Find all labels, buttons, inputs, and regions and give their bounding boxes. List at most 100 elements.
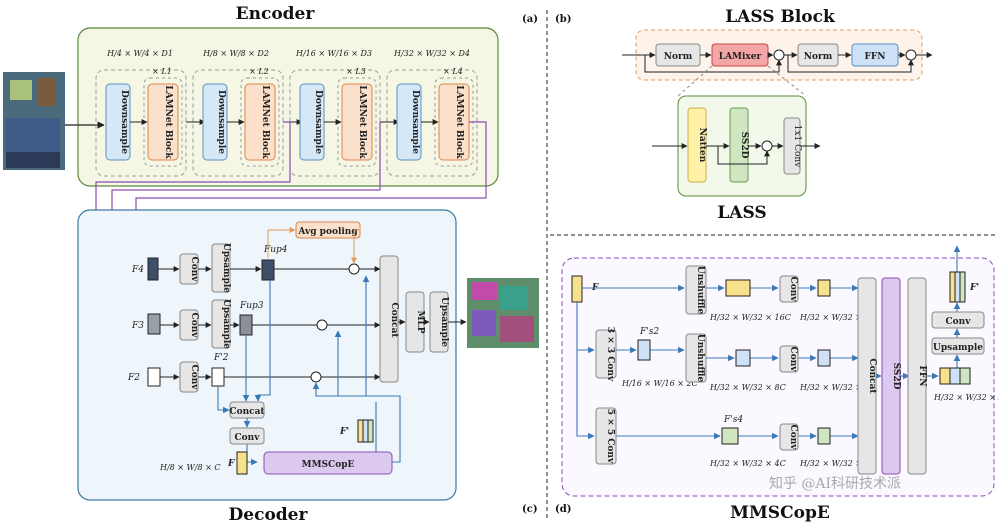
encoder-stage-3: H/16 × W/16 × D3 × L3 Downsample LAMNet … (289, 49, 381, 177)
mm-concat-block (857, 277, 877, 475)
mmscope-blue-links (576, 245, 961, 440)
lamnet-block-label: LAMNet Block (357, 85, 367, 159)
mm-conv-label: Conv (788, 425, 798, 451)
conv5x5-block (595, 407, 617, 465)
panel-label-b: (b) (555, 14, 571, 25)
feature-f2-label: F2 (127, 373, 140, 383)
mlp-label: MLP (415, 310, 425, 333)
fup4-cube (261, 259, 275, 281)
add-node (905, 49, 917, 61)
decoder-blue-links (217, 275, 401, 466)
mm-conv-1 (779, 275, 799, 303)
conv3x3-block (595, 329, 617, 379)
lower-conv-block (229, 427, 265, 445)
cube-8c (735, 349, 751, 367)
decoder-concat-block (379, 255, 399, 383)
output-segmentation-image (467, 278, 539, 348)
lass-block-title: LASS Block (725, 7, 836, 27)
fup4-label: Fup4 (263, 245, 288, 255)
feature-f3-label: F3 (131, 321, 144, 331)
fs2-cube (637, 339, 651, 361)
encoder-panel (77, 27, 499, 187)
mm-f-cube (571, 275, 583, 303)
out-cube-1 (817, 279, 831, 297)
decoder-fprime-label: F' (339, 427, 349, 437)
upsample-f3 (211, 299, 231, 349)
dim-c-1: H/32 × W/32 × C (799, 313, 871, 322)
conv5x5-label: 5 × 5 Conv (605, 409, 615, 464)
stage-dim: H/16 × W/16 × D3 (295, 49, 372, 58)
ss2d-label: SS2D (739, 132, 749, 159)
zoom-line (767, 65, 807, 97)
conv3x3-label: 3 × 3 Conv (605, 327, 615, 382)
encoder-stage-1: H/4 × W/4 × D1 × L1 Downsample LAMNet Bl… (95, 49, 187, 177)
stage-box (95, 69, 187, 177)
mmscope-block (263, 451, 393, 475)
avg-pooling-label: Avg pooling (297, 227, 358, 237)
fs2-label: F's2 (639, 327, 659, 337)
stage-box (289, 69, 381, 177)
stage-dim: H/8 × W/8 × D2 (202, 49, 269, 58)
downsample-label: Downsample (313, 90, 323, 154)
mm-conv-out-label: Conv (946, 317, 972, 327)
decoder-fprime-cube (357, 419, 374, 443)
mm-upsample-block (931, 337, 985, 355)
dim-8c: H/32 × W/32 × 8C (709, 383, 786, 392)
repeat-label: × L2 (249, 67, 269, 76)
mmscope-block-label: MMSCopE (302, 460, 355, 470)
lamnet-block-label: LAMNet Block (260, 85, 270, 159)
mm-fprime-label: F' (969, 283, 979, 293)
lower-conv-label: Conv (235, 433, 261, 443)
lamnet-block (244, 83, 276, 161)
decoder-f-cube (236, 451, 248, 475)
out-cube-3 (817, 427, 831, 445)
repeat-label: × L3 (346, 67, 366, 76)
decoder-f-label: F (227, 459, 235, 469)
feature-f4-cube (147, 257, 159, 281)
unshuffle-label: Unshuffle (695, 334, 705, 383)
lamixer-label: LAMixer (719, 52, 762, 62)
lamnet-block-label: LAMNet Block (163, 85, 173, 159)
encoder-stage-4: H/32 × W/32 × D4 × L4 Downsample LAMNet … (386, 49, 478, 177)
out-cube-2 (817, 349, 831, 367)
add-node (316, 319, 328, 331)
mm-conv-3 (779, 423, 799, 451)
mm-ffn-block (907, 277, 927, 475)
mm-ss2d-block (881, 277, 901, 475)
mm-conv-label: Conv (788, 277, 798, 303)
lass-title: LASS (717, 203, 766, 223)
repeat-label: × L4 (443, 67, 463, 76)
fup3-label: Fup3 (239, 301, 264, 311)
natten-label: Natten (697, 128, 707, 163)
input-image (3, 72, 65, 170)
ffn-label: FFN (864, 52, 885, 62)
feature-f3-cube (147, 313, 161, 335)
conv1x1-label: 1x1 Conv (792, 125, 802, 168)
dim-c-2: H/32 × W/32 × C (799, 383, 871, 392)
mmscope-title: MMSCopE (730, 503, 830, 523)
stage-dim: H/4 × W/4 × D1 (106, 49, 173, 58)
cube-16c (725, 279, 751, 297)
decoder-upsample-label: Upsample (439, 297, 449, 347)
fs4-cube (721, 427, 739, 445)
unshuffle-block-1 (685, 265, 707, 315)
feature-f2-cube (147, 367, 161, 387)
conv-label: Conv (189, 313, 199, 339)
add-node (773, 49, 785, 61)
conv-label: Conv (189, 365, 199, 391)
repeat-label: × L1 (152, 67, 172, 76)
lamnet-block-label: LAMNet Block (454, 85, 464, 159)
mm-conv-2 (779, 345, 799, 373)
f2-prime-label: F'2 (213, 353, 229, 363)
f2-prime-cube (211, 367, 225, 387)
inner-residual (717, 146, 770, 165)
unshuffle-label: Unshuffle (695, 266, 705, 315)
decoder-dim: H/8 × W/8 × C (159, 463, 220, 472)
dim-4c: H/32 × W/32 × 4C (709, 459, 786, 468)
norm-label: Norm (664, 52, 693, 62)
panel-label-c: (c) (522, 504, 538, 515)
mm-ffn-label: FFN (917, 365, 927, 386)
mm-concat-label: Concat (867, 358, 877, 394)
zoom-line (677, 65, 713, 97)
